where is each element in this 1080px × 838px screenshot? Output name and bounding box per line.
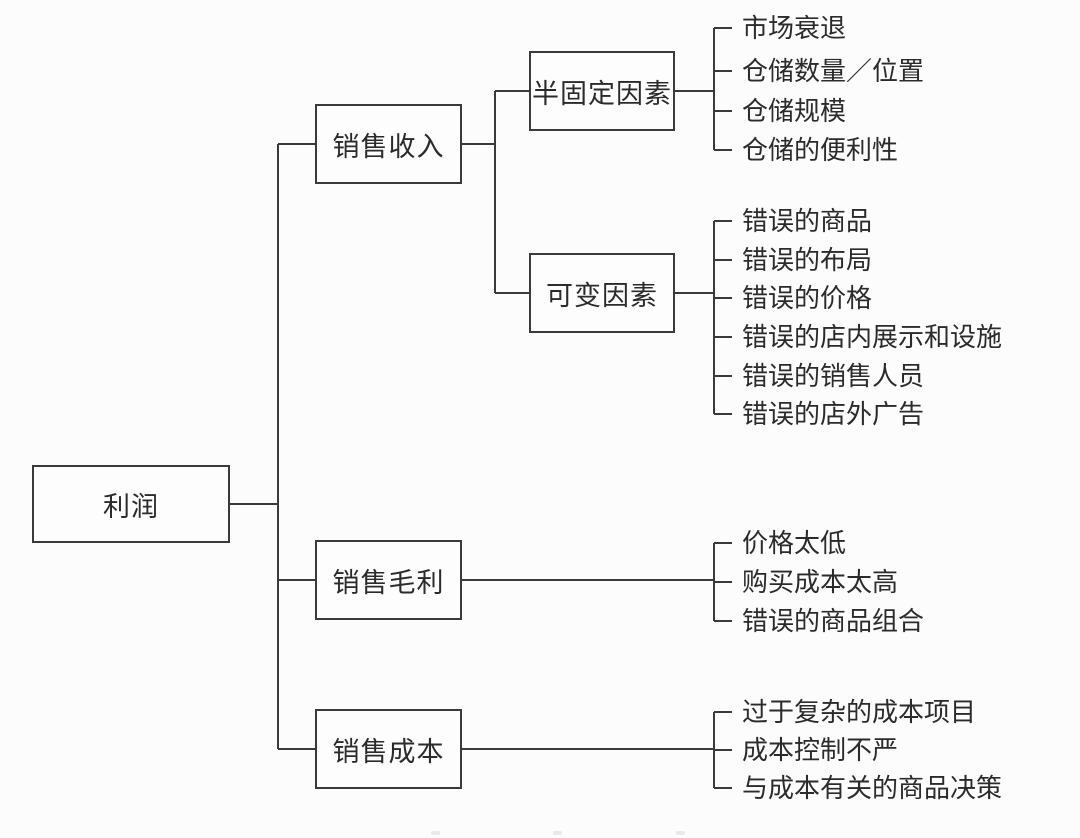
- node-variable-factors: 可变因素: [529, 253, 675, 333]
- leaf-cost-related-decisions: 与成本有关的商品决策: [742, 773, 1003, 803]
- node-sales-revenue: 销售收入: [315, 104, 462, 184]
- cropped-caption-mark: [676, 831, 685, 835]
- leaf-price-too-low: 价格太低: [742, 528, 847, 558]
- node-variable-factors-label: 可变因素: [546, 280, 658, 311]
- node-semifixed-factors-label: 半固定因素: [532, 78, 672, 109]
- leaf-wrong-product-mix: 错误的商品组合: [742, 606, 925, 636]
- leaf-wrong-salespeople: 错误的销售人员: [742, 361, 925, 391]
- leaf-wrong-product: 错误的商品: [742, 206, 873, 236]
- node-sales-cost: 销售成本: [315, 709, 462, 789]
- leaf-lax-cost-control: 成本控制不严: [742, 735, 899, 765]
- leaf-complex-cost-items: 过于复杂的成本项目: [742, 697, 977, 727]
- node-profit-label: 利润: [103, 491, 159, 522]
- leaf-wrong-display: 错误的店内展示和设施: [742, 322, 1003, 352]
- node-semifixed-factors: 半固定因素: [529, 51, 675, 131]
- semifixed-ticks: [714, 27, 732, 151]
- leaf-wrong-outdoor-ads: 错误的店外广告: [742, 399, 925, 429]
- leaf-warehouse-convenience: 仓储的便利性: [742, 135, 899, 165]
- node-gross-margin: 销售毛利: [315, 540, 462, 620]
- cropped-caption-mark: [431, 831, 440, 835]
- node-gross-margin-label: 销售毛利: [332, 567, 445, 598]
- leaf-purchase-cost-high: 购买成本太高: [742, 567, 899, 597]
- leaf-warehouse-scale: 仓储规模: [742, 96, 847, 126]
- leaf-wrong-price: 错误的价格: [742, 283, 873, 313]
- variable-ticks: [714, 220, 732, 415]
- node-sales-revenue-label: 销售收入: [332, 131, 445, 162]
- leaf-warehouse-qty-location: 仓储数量／位置: [742, 56, 925, 86]
- node-sales-cost-label: 销售成本: [332, 736, 445, 767]
- gross-margin-ticks: [714, 542, 732, 622]
- node-profit: 利润: [32, 465, 230, 543]
- cropped-caption-mark: [553, 831, 562, 835]
- leaf-wrong-layout: 错误的布局: [742, 245, 873, 275]
- sales-cost-ticks: [714, 711, 732, 789]
- leaf-market-decline: 市场衰退: [742, 13, 847, 43]
